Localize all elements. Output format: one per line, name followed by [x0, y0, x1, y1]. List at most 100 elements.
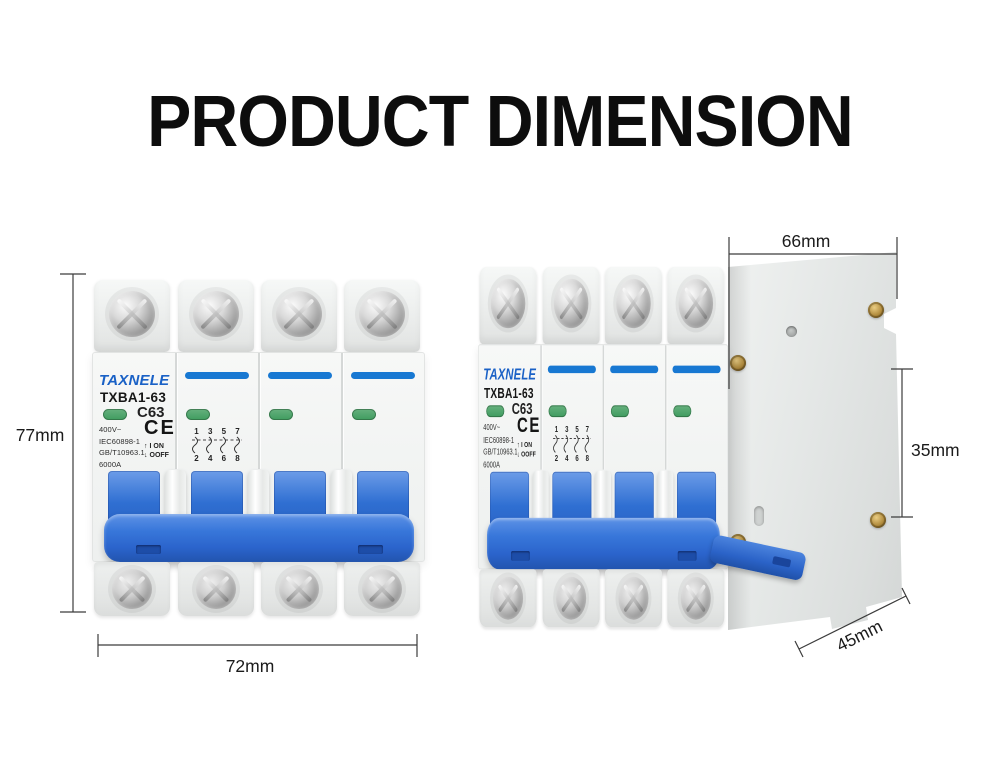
on-label: I ON [149, 443, 164, 450]
terminal-numbers-bottom: 2 4 6 8 [554, 453, 589, 464]
terminal-tab [667, 569, 725, 628]
handle-slot [358, 545, 383, 554]
spec-line: 6000A [483, 459, 500, 470]
spec-lines: 400V~ IEC60898-1 GB/T10963.1 6000A [99, 424, 145, 470]
terminal-tab [178, 562, 254, 616]
terminal-tab [261, 280, 337, 352]
screw-icon [553, 278, 589, 329]
ce-mark: CE [517, 413, 541, 438]
pole-divider [664, 345, 667, 470]
pole-stripe [268, 372, 332, 379]
screw-icon [678, 278, 714, 329]
terminal-tab [542, 569, 600, 628]
up-arrow-icon: ↑ [144, 443, 148, 450]
terminal-numbers-bottom: 2 4 6 8 [194, 454, 240, 463]
dimension-label-height: 77mm [16, 425, 65, 445]
pole-divider [258, 353, 260, 469]
terminal-tab [94, 562, 170, 616]
model-label: TXBA1-63 [100, 390, 167, 405]
mounting-hole [786, 326, 797, 337]
terminal-numbers-top: 1 3 5 7 [554, 424, 589, 435]
brand-logo: TAXNELE [483, 365, 537, 384]
screw-icon [362, 569, 402, 609]
handle-slot [511, 551, 530, 561]
down-arrow-icon: ↓ [144, 452, 148, 459]
dimension-label-width: 72mm [226, 656, 275, 676]
screw-icon [112, 569, 152, 609]
wiring-diagram: 1 3 5 7 2 4 6 8 [549, 424, 596, 464]
status-indicator [673, 405, 692, 418]
rating-label: C63 [511, 399, 533, 419]
terminal-tab [604, 569, 662, 628]
terminal-tab [604, 267, 662, 345]
pole-divider [540, 345, 542, 470]
off-label: OOFF [149, 452, 169, 459]
up-arrow-icon: ↑ [517, 441, 520, 450]
breaker-body: TAXNELE TXBA1-63 C63 400V~ IEC60898-1 GB… [478, 344, 729, 570]
rivet-icon [730, 355, 746, 371]
spec-line: IEC60898-1 [99, 436, 141, 446]
pole-stripe [610, 365, 659, 374]
terminal-tab [479, 267, 537, 345]
pole-stripe [547, 365, 596, 374]
pole-stripe [351, 372, 415, 379]
coil-symbols-icon [553, 434, 591, 453]
screw-icon [490, 278, 526, 329]
spec-line: IEC60898-1 [483, 434, 515, 445]
terminal-numbers-top: 1 3 5 7 [194, 427, 240, 436]
screw-icon [359, 291, 405, 337]
handle-slot [677, 551, 697, 561]
dimension-77mm: 77mm [16, 273, 86, 613]
pole-stripe [185, 372, 249, 379]
coil-symbols-icon [192, 436, 242, 454]
dimension-72mm: 72mm [97, 634, 418, 676]
handle-slot [772, 555, 792, 568]
screw-icon [493, 576, 524, 620]
status-indicator [486, 405, 505, 418]
on-label: I ON [521, 441, 532, 450]
pole-stripe [672, 365, 721, 374]
screw-icon [556, 576, 587, 620]
screw-icon [618, 576, 649, 620]
model-label: TXBA1-63 [484, 384, 534, 401]
rating-label: C63 [137, 404, 165, 421]
status-indicator [269, 409, 293, 420]
pole-divider [175, 353, 177, 469]
terminal-tab [261, 562, 337, 616]
dimension-35mm: 35mm [891, 368, 960, 518]
screw-icon [193, 291, 239, 337]
spec-line: 6000A [99, 459, 122, 469]
terminal-tab [178, 280, 254, 352]
toggle-handle [487, 517, 720, 570]
off-label: OOFF [521, 451, 536, 459]
side-panel [728, 252, 902, 630]
breaker-body: TAXNELE TXBA1-63 C63 400V~ IEC60898-1 GB… [92, 352, 425, 562]
status-indicator [186, 409, 210, 420]
down-arrow-icon: ↓ [517, 451, 520, 459]
spec-line: GB/T10963.1 [483, 447, 518, 457]
status-indicator [103, 409, 127, 420]
onoff-legend: ↑I ON ↓OOFF [144, 442, 169, 460]
rivet-icon [868, 302, 884, 318]
page-title: PRODUCT DIMENSION [147, 82, 854, 162]
handle-slot [136, 545, 161, 554]
spec-line: 400V~ [99, 425, 122, 434]
terminal-tab [344, 562, 420, 616]
terminal-tab [667, 267, 725, 345]
screw-icon [616, 278, 651, 329]
screw-icon [196, 569, 236, 609]
status-indicator [548, 405, 567, 418]
status-indicator [352, 409, 376, 420]
spec-lines: 400V~ IEC60898-1 GB/T10963.1 6000A [483, 421, 517, 470]
dimension-label-top-width: 66mm [782, 231, 831, 251]
terminal-tab [479, 569, 537, 628]
pole-divider [602, 345, 605, 470]
breaker-perspective-view: TAXNELE TXBA1-63 C63 400V~ IEC60898-1 GB… [478, 267, 729, 628]
dimension-label-side-height: 35mm [911, 440, 960, 460]
terminal-tab [542, 267, 600, 345]
onoff-legend: ↑I ON ↓OOFF [517, 441, 536, 460]
screw-icon [276, 291, 322, 337]
toggle-handle [104, 514, 414, 562]
spec-line: GB/T10963.1 [99, 448, 145, 457]
